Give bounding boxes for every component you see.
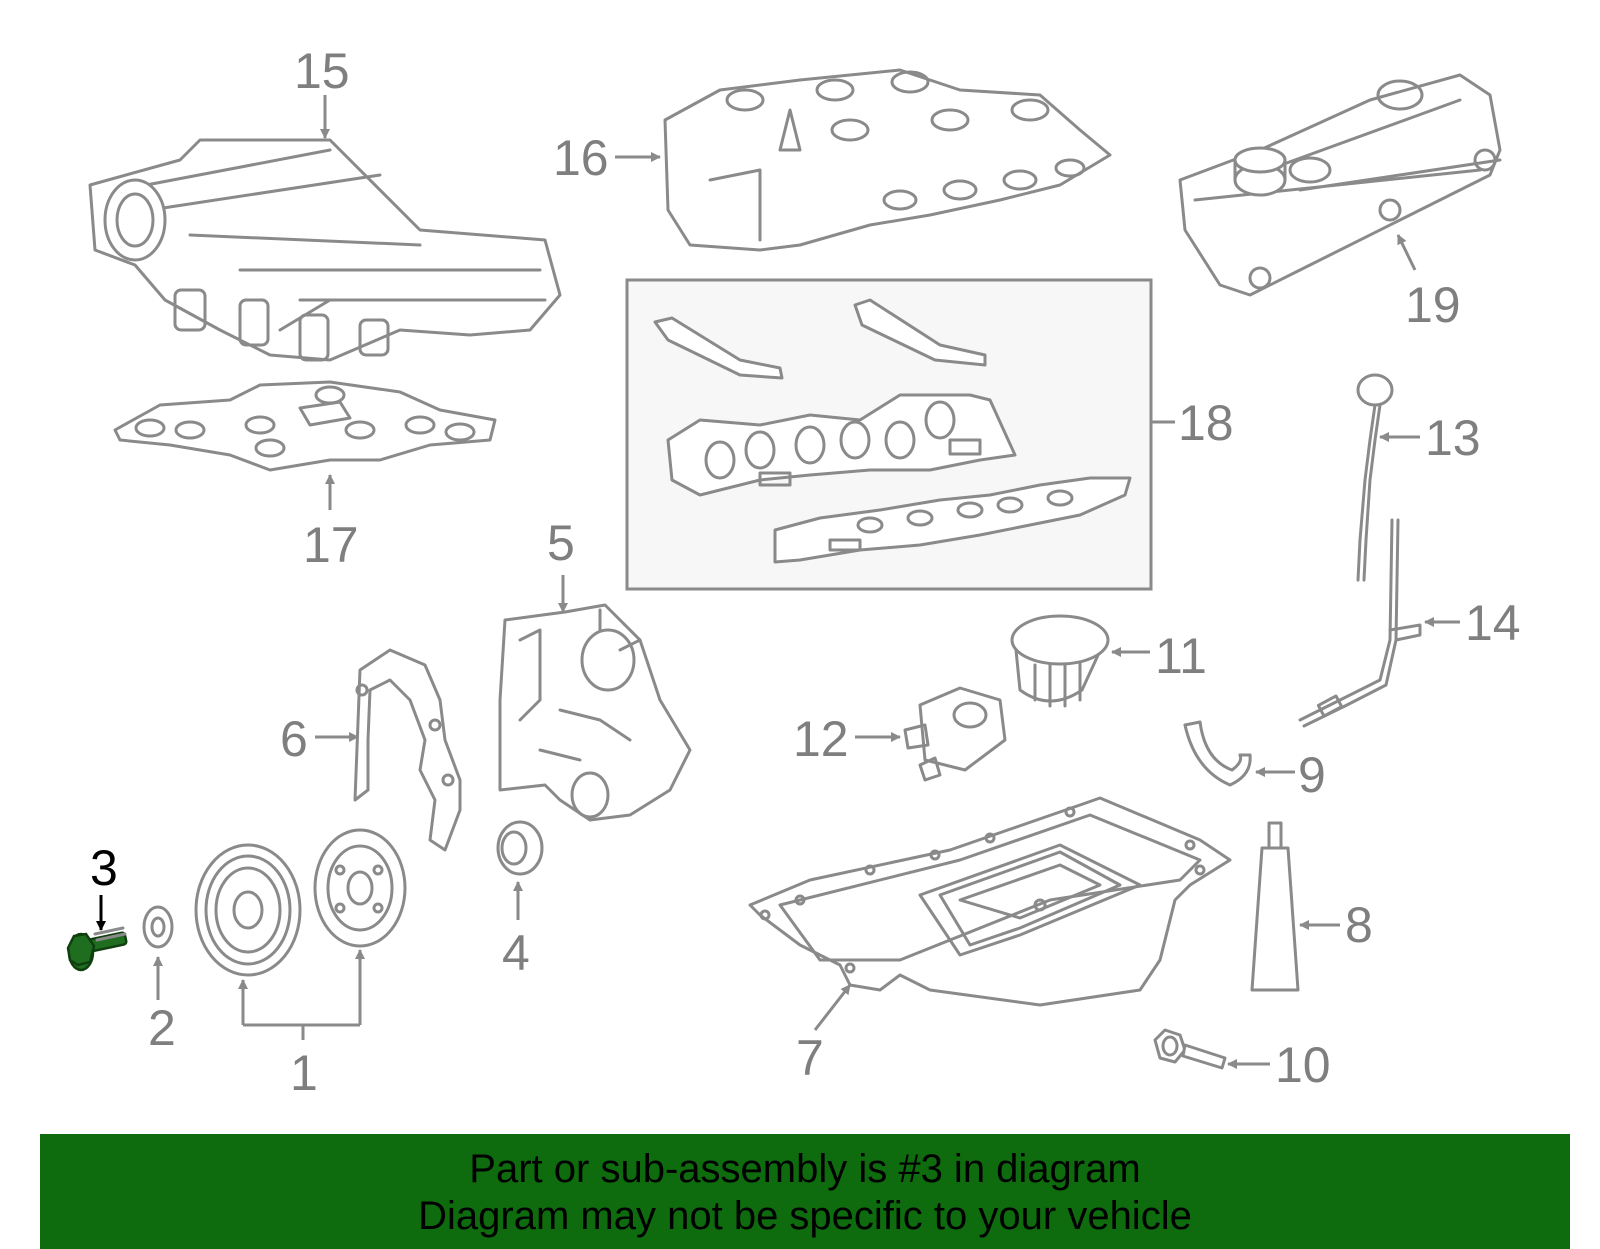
valve-cover[interactable] xyxy=(1178,73,1502,297)
timing-cover-gasket[interactable] xyxy=(353,648,462,852)
oil-pan[interactable] xyxy=(748,796,1232,1007)
label-1: 1 xyxy=(290,1045,318,1101)
front-seal[interactable] xyxy=(496,820,544,876)
label-10: 10 xyxy=(1275,1037,1331,1093)
label-2: 2 xyxy=(148,1000,176,1056)
label-13: 13 xyxy=(1425,410,1481,466)
label-9: 9 xyxy=(1298,747,1326,803)
label-4: 4 xyxy=(502,925,530,981)
intake-gasket[interactable] xyxy=(113,380,497,472)
label-5: 5 xyxy=(547,515,575,571)
label-15: 15 xyxy=(294,43,350,99)
dipstick[interactable] xyxy=(1356,373,1394,582)
footer-banner: Part or sub-assembly is #3 in diagram Di… xyxy=(40,1134,1570,1249)
washer[interactable] xyxy=(142,905,174,949)
timing-cover[interactable] xyxy=(498,603,692,822)
gasket-kit-box[interactable] xyxy=(625,278,1153,591)
label-18: 18 xyxy=(1178,395,1234,451)
label-12: 12 xyxy=(793,711,849,767)
label-3: 3 xyxy=(90,840,118,896)
label-14: 14 xyxy=(1465,595,1521,651)
label-7: 7 xyxy=(796,1030,824,1086)
oil-filter[interactable] xyxy=(1010,614,1110,708)
label-11: 11 xyxy=(1155,628,1207,684)
label-6: 6 xyxy=(280,711,308,767)
dipstick-tube[interactable] xyxy=(1298,518,1422,728)
crankshaft-pulley[interactable] xyxy=(194,828,407,977)
oil-pan-bolt[interactable] xyxy=(1153,1028,1227,1070)
label-19: 19 xyxy=(1405,277,1461,333)
label-16: 16 xyxy=(553,130,609,186)
footer-line-1: Part or sub-assembly is #3 in diagram xyxy=(469,1147,1141,1191)
crankshaft-bolt-highlighted[interactable] xyxy=(66,926,128,972)
upper-intake-manifold[interactable] xyxy=(88,138,562,362)
label-17: 17 xyxy=(303,517,359,573)
footer-line-2: Diagram may not be specific to your vehi… xyxy=(418,1194,1192,1238)
sealant-tube[interactable] xyxy=(1250,821,1300,992)
label-8: 8 xyxy=(1345,897,1373,953)
lower-intake-manifold[interactable] xyxy=(663,68,1112,252)
rear-seal[interactable] xyxy=(1183,720,1252,787)
oil-filter-adapter[interactable] xyxy=(903,686,1007,782)
